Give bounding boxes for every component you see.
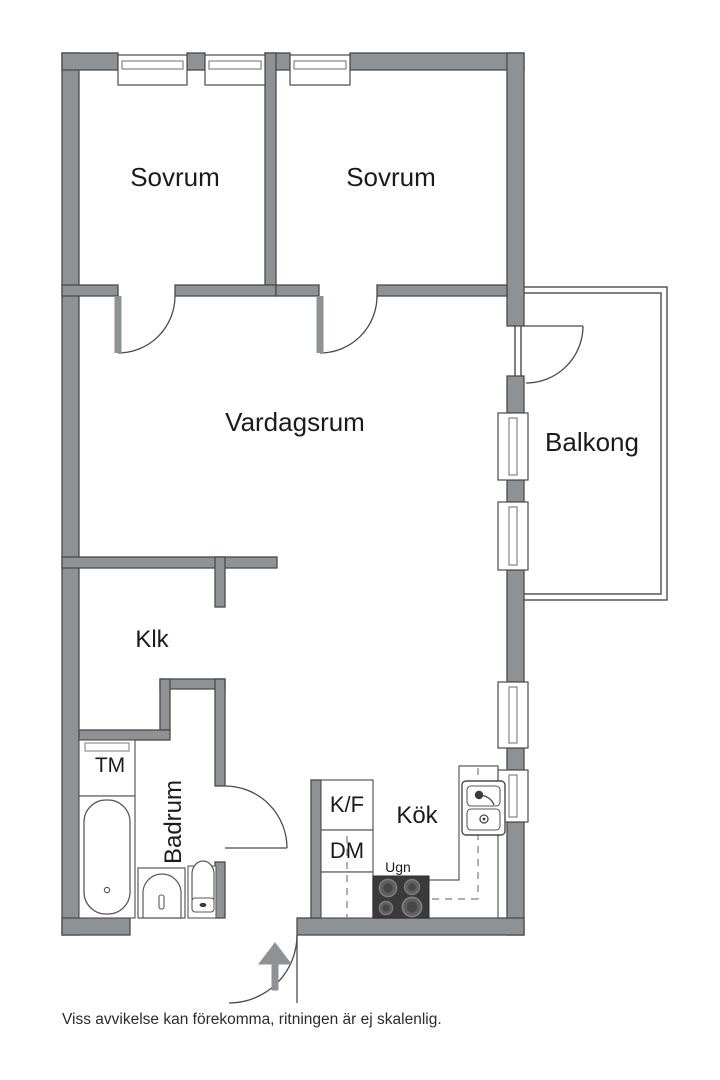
wall-exterior-left [61, 52, 80, 936]
wall-group [61, 52, 525, 936]
room-label-kok: Kök [396, 802, 438, 829]
wall-badrum-north-left-drop [159, 678, 171, 731]
window-right-1 [497, 412, 529, 481]
room-label-klk: Klk [135, 626, 169, 653]
room-label-sovrum-1: Sovrum [130, 162, 220, 192]
plan-disclaimer-caption: Viss avvikelse kan förekomma, ritningen … [62, 1011, 442, 1028]
wall-bedroom2-south-right [376, 284, 508, 297]
wall-bedroom1-south-left [61, 284, 119, 297]
toilet [187, 860, 217, 919]
wall-bedroom-divider [264, 52, 277, 286]
window-group [117, 54, 529, 823]
room-label-sovrum-2: Sovrum [346, 162, 436, 192]
entrance-arrow [257, 942, 293, 991]
wall-exterior-top-b [186, 52, 206, 71]
kitchen-fixtures [320, 765, 506, 919]
wall-exterior-right-c [506, 479, 525, 503]
stove-hob [372, 875, 430, 919]
wall-exterior-right-d [506, 569, 525, 683]
appliance-label-tvattmaskin: TM [95, 754, 125, 777]
bathroom-fixtures [78, 739, 217, 919]
window-right-3 [497, 681, 529, 749]
wall-badrum-top-left-run [78, 729, 171, 741]
door-sovrum-2 [316, 295, 378, 354]
door-group [114, 295, 584, 1004]
room-label-balkong: Balkong [545, 427, 639, 457]
door-balkong [524, 325, 584, 384]
wall-kitchen-west [310, 779, 322, 919]
wash-basin [137, 867, 186, 919]
wall-bedroom2-south-left [275, 284, 320, 297]
wall-exterior-right-b [506, 375, 525, 414]
wall-exterior-right-e [506, 747, 525, 771]
wall-exterior-bottom-right [296, 917, 525, 936]
window-right-2 [497, 501, 529, 571]
appliance-label-ugn: Ugn [385, 859, 411, 875]
wall-exterior-bottom-left [61, 917, 131, 936]
wall-bedroom1-south-right [174, 284, 277, 297]
bathtub [78, 795, 136, 919]
kitchen-sink [461, 780, 506, 836]
door-sovrum-1 [114, 295, 176, 354]
door-badrum [224, 785, 288, 849]
wall-exterior-right-a [506, 52, 525, 327]
wall-badrum-east-upper [214, 678, 226, 787]
window-top-1 [117, 54, 188, 86]
wall-klk-north [61, 556, 278, 569]
appliance-label-kyl-frys: K/F [330, 792, 364, 817]
window-top-3 [289, 54, 351, 86]
wall-klk-return [214, 556, 226, 608]
room-label-badrum: Badrum [160, 780, 187, 864]
room-label-vardagsrum: Vardagsrum [225, 407, 365, 437]
wall-exterior-top-d [349, 52, 525, 71]
fridge-freezer-unit [320, 779, 374, 831]
wall-exterior-top-a [61, 52, 119, 71]
window-top-2 [204, 54, 266, 86]
door-entre [228, 934, 298, 1004]
appliance-label-diskmaskin: DM [330, 838, 364, 863]
